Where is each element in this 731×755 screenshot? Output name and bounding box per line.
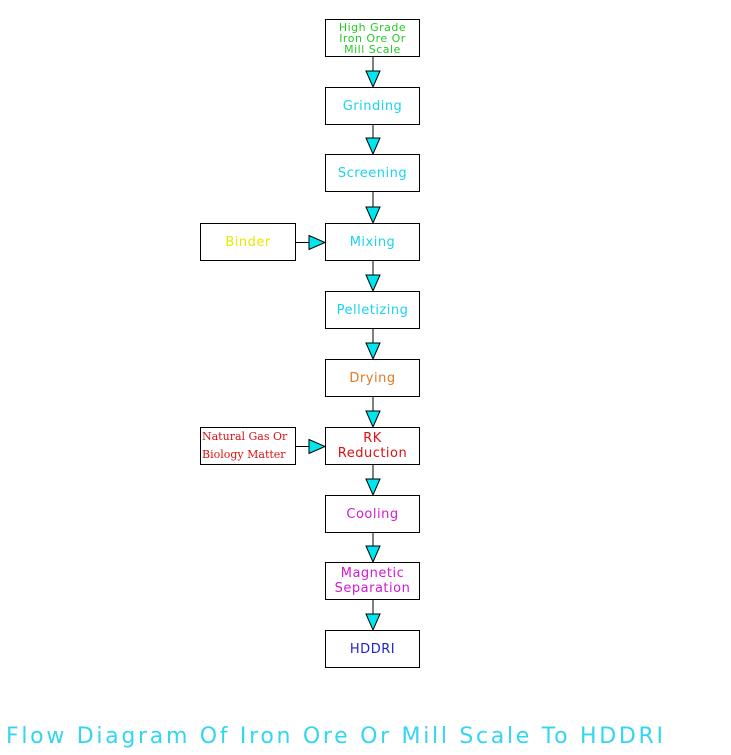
rk-reduction-line-1: RK: [363, 431, 382, 446]
arrowhead-icon: [365, 274, 381, 293]
screening-label: Screening: [337, 165, 408, 181]
hddri-node: HDDRI: [325, 630, 420, 668]
fuel-line-1: Natural Gas Or: [202, 430, 288, 443]
connector-drying-to-rk-reduction: [365, 397, 381, 429]
cooling-node: Cooling: [325, 495, 420, 533]
arrowhead-icon: [365, 410, 381, 429]
raw-material-line-1: High Grade: [338, 20, 407, 34]
magnetic-separation-node: Magnetic Separation: [325, 562, 420, 600]
arrowhead-icon: [365, 342, 381, 361]
diagram-caption: Flow Diagram Of Iron Ore Or Mill Scale T…: [6, 724, 666, 749]
connector-rk-reduction-to-cooling: [365, 465, 381, 497]
fuel-line-2: Biology Matter: [202, 448, 286, 461]
magnetic-separation-line-1: Magnetic: [340, 566, 405, 581]
cooling-label: Cooling: [346, 506, 399, 522]
arrowhead-icon: [365, 545, 381, 564]
connector-raw-material-to-grinding: [365, 57, 381, 89]
hddri-label: HDDRI: [349, 641, 396, 657]
connector-cooling-to-magnetic-separation: [365, 533, 381, 564]
screening-node: Screening: [325, 154, 420, 192]
arrowhead-icon: [308, 234, 327, 251]
raw-material-line-2: Iron Ore Or: [339, 31, 406, 45]
binder-node: Binder: [200, 223, 296, 261]
fuel-node: Natural Gas Or Biology Matter: [200, 427, 296, 465]
connector-magnetic-separation-to-hddri: [365, 600, 381, 632]
arrowhead-icon: [365, 137, 381, 156]
mixing-label: Mixing: [349, 234, 396, 250]
rk-reduction-node: RK Reduction: [325, 427, 420, 465]
drying-node: Drying: [325, 359, 420, 397]
grinding-node: Grinding: [325, 87, 420, 125]
arrowhead-icon: [365, 206, 381, 225]
binder-label: Binder: [225, 234, 271, 250]
connector-pelletizing-to-drying: [365, 329, 381, 361]
magnetic-separation-line-2: Separation: [334, 581, 411, 596]
mixing-node: Mixing: [325, 223, 420, 261]
pelletizing-label: Pelletizing: [336, 302, 409, 318]
arrowhead-icon: [365, 70, 381, 89]
connector-fuel-to-rk-reduction: [296, 438, 327, 455]
connector-mixing-to-pelletizing: [365, 261, 381, 293]
raw-material-line-3: Mill Scale: [344, 42, 401, 56]
arrowhead-icon: [365, 613, 381, 632]
connector-screening-to-mixing: [365, 192, 381, 225]
rk-reduction-line-2: Reduction: [337, 446, 408, 461]
connector-binder-to-mixing: [296, 234, 327, 251]
arrowhead-icon: [308, 438, 327, 455]
drying-label: Drying: [349, 370, 396, 386]
arrowhead-icon: [365, 478, 381, 497]
grinding-label: Grinding: [342, 98, 403, 114]
raw-material-node: High Grade Iron Ore Or Mill Scale: [325, 19, 420, 57]
pelletizing-node: Pelletizing: [325, 291, 420, 329]
connector-grinding-to-screening: [365, 125, 381, 156]
